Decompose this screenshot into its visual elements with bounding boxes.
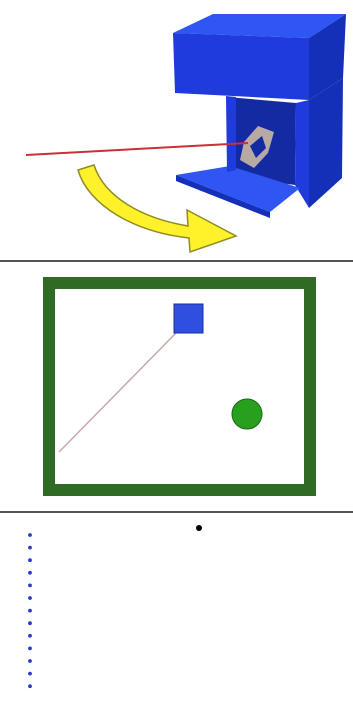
probe-path-trace [59,333,176,452]
dot-track-point [28,546,32,550]
machine-left-post [226,96,236,172]
dot-track-point [28,672,32,676]
green-circle-target-icon [232,399,262,429]
dot-track-point [28,634,32,638]
dot-track-point [28,571,32,575]
machine-front-face [173,33,309,100]
dot-track-point [28,609,32,613]
dot-track-point [28,684,32,688]
laser-scanner-machine-icon [173,14,346,218]
dot-track-point [28,596,32,600]
dot-track [28,533,32,688]
dot-track-point [28,659,32,663]
dot-track-point [28,533,32,537]
dot-track-point [28,621,32,625]
dot-track-point [28,558,32,562]
machine-cavity-front-edge [295,100,309,208]
black-dot [196,525,202,531]
dot-track-point [28,584,32,588]
machine-right-column [309,78,343,208]
dot-track-point [28,647,32,651]
laser-beam [26,143,248,155]
blue-square-probe-icon [174,304,203,333]
